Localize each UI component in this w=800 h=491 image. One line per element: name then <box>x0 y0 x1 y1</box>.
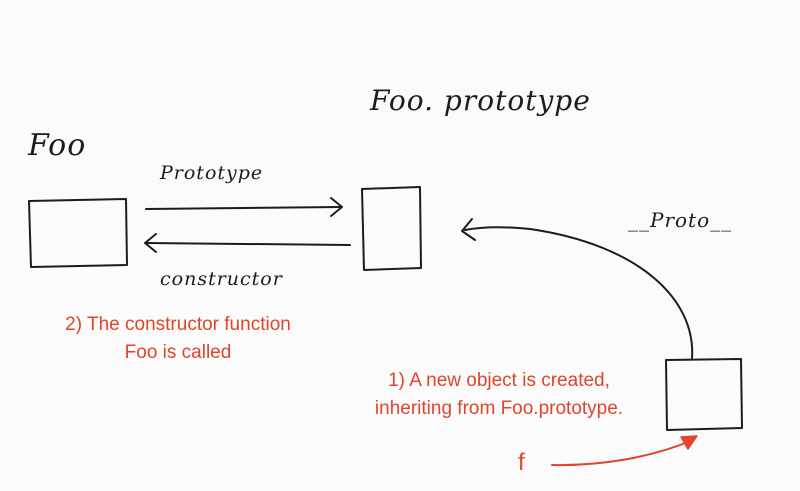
foo-prototype-label: Foo. prototype <box>370 84 591 117</box>
f-pointer-arrowhead <box>680 435 698 450</box>
prototype-edge-label: Prototype <box>160 162 264 184</box>
foo-label: Foo <box>28 128 87 163</box>
proto-edge-label: __Proto__ <box>628 208 733 232</box>
step1-line2: inheriting from Foo.prototype. <box>374 398 624 419</box>
step1-note: 1) A new object is created, inheriting f… <box>330 367 668 423</box>
step1-line1: 1) A new object is created, <box>388 370 610 391</box>
foo-prototype-box <box>361 186 422 271</box>
f-pointer-arrow <box>551 439 694 467</box>
proto-arrow <box>464 226 694 359</box>
step2-line1: 2) The constructor function <box>65 314 291 335</box>
step2-line2: Foo is called <box>124 342 232 363</box>
constructor-arrow <box>145 242 351 246</box>
foo-box <box>28 198 128 268</box>
constructor-edge-label: constructor <box>160 268 283 290</box>
step2-note: 2) The constructor function Foo is calle… <box>28 311 328 367</box>
prototype-arrowhead <box>330 197 343 217</box>
proto-arrowhead <box>461 218 476 241</box>
constructor-arrowhead <box>144 233 157 253</box>
prototype-arrow <box>145 206 341 210</box>
instance-label: f <box>518 449 525 476</box>
f-instance-box <box>665 358 743 431</box>
